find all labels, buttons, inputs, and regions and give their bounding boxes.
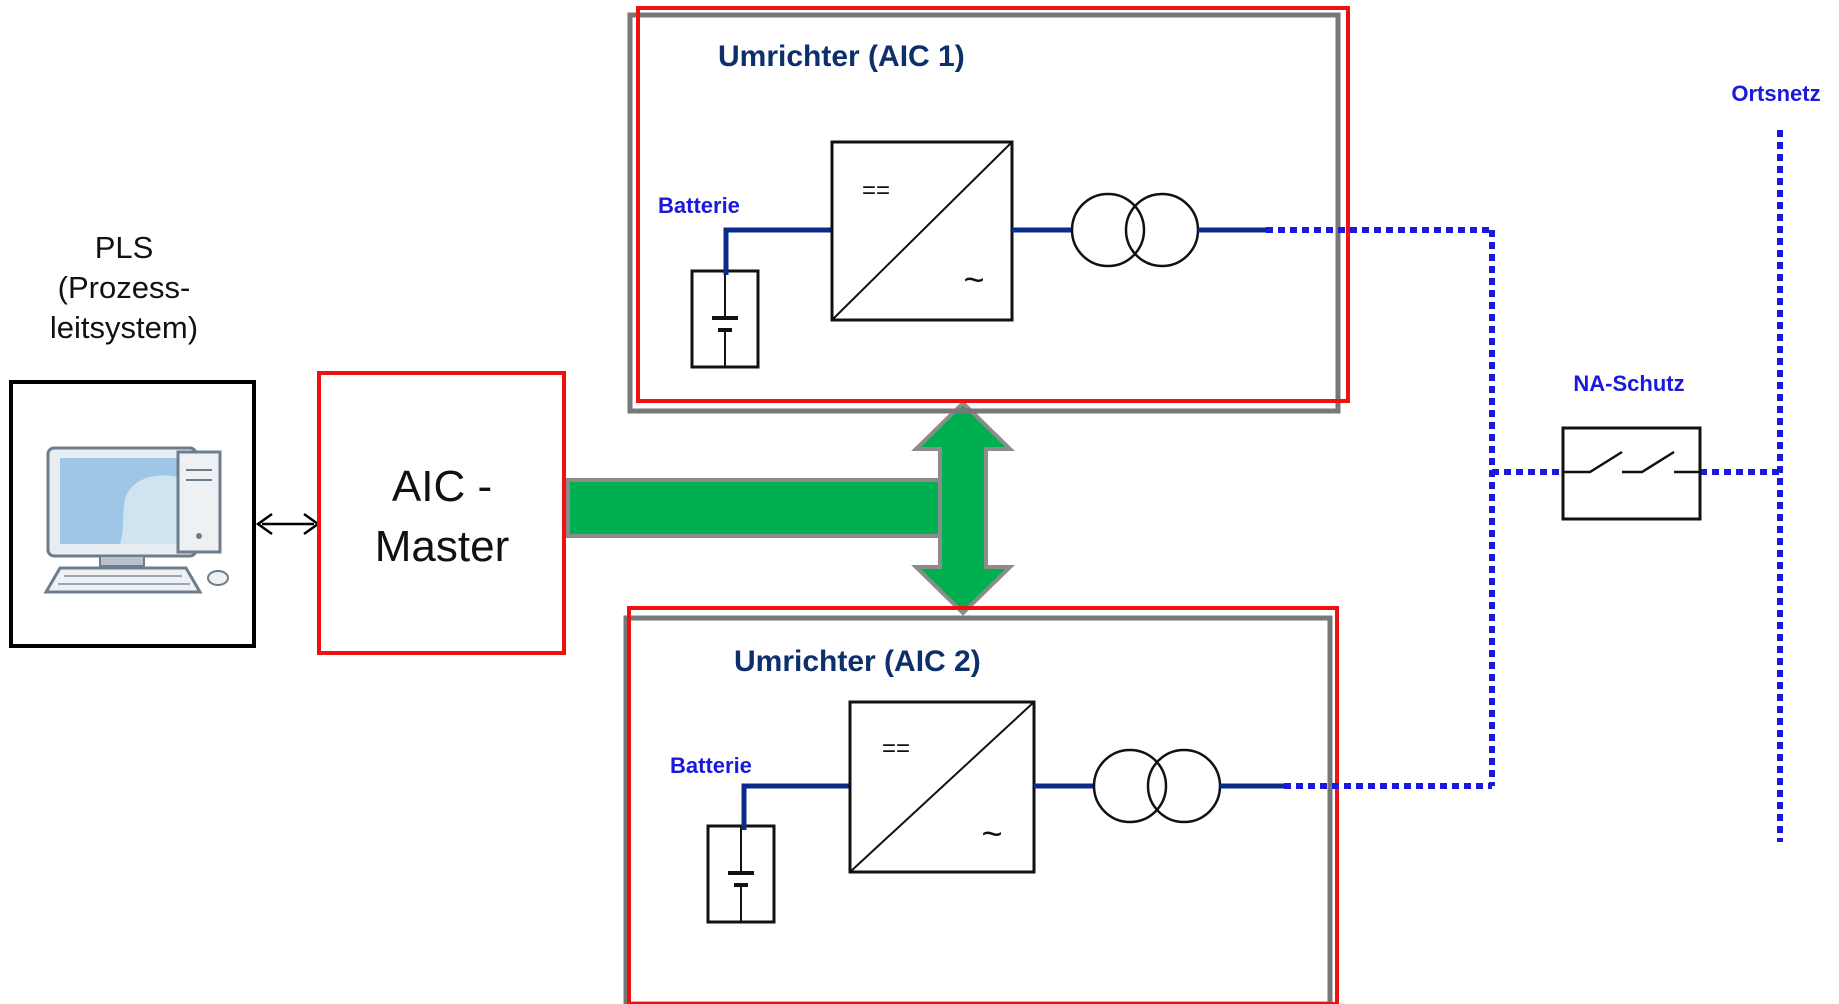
inverter-2-ac-symbol: ~ [981,813,1002,854]
battery-icon [690,269,760,369]
pls-label-line3: leitsystem) [50,310,198,345]
master-label-line1: AIC - [392,462,492,511]
inverter-2-title: Umrichter (AIC 2) [734,645,981,678]
master-frame [317,371,566,655]
dc-ac-converter-icon: == ~ [848,700,1036,874]
inverter-2: Umrichter (AIC 2) Batterie == ~ [623,606,1339,1004]
inverter-1-dc-wire [723,227,832,275]
transformer-icon [1070,192,1200,268]
inverter-1-dc-symbol: == [862,177,890,204]
communication-bus [566,400,1015,616]
grid-connections [1266,130,1783,842]
grid-label: Ortsnetz [1731,81,1820,106]
inverter-2-dc-wire [741,783,850,830]
aic-master-block: AIC - Master [317,371,566,655]
pls-label-line1: PLS [95,230,154,265]
inverter-2-red-frame [627,606,1339,1004]
master-label-line2: Master [375,522,509,571]
desktop-computer-icon [43,446,229,594]
inverter-1-red-frame [636,6,1350,403]
inverter-1-ac-symbol: ~ [963,259,984,300]
pls-block: PLS (Prozess- leitsystem) [9,230,256,648]
inverter-1-gray-frame [627,12,1341,414]
inverter-1: Umrichter (AIC 1) Batterie == ~ [627,6,1350,414]
inverter-1-title: Umrichter (AIC 1) [718,40,965,73]
na-protection-label: NA-Schutz [1573,371,1684,396]
inverter-2-gray-frame [623,615,1333,1004]
bus-joint [944,484,982,532]
inverter-2-dc-symbol: == [882,735,910,762]
circuit-breaker-icon [1561,426,1702,521]
dc-ac-converter-icon: == ~ [830,140,1014,322]
na-protection: NA-Schutz [1561,371,1702,521]
transformer-icon [1092,748,1222,824]
pls-master-link [255,512,321,536]
inverter-1-battery-label: Batterie [658,193,740,218]
inverter-2-battery-label: Batterie [670,753,752,778]
battery-icon [706,824,776,924]
pls-label-line2: (Prozess- [58,270,191,305]
bus-bar [566,478,950,538]
